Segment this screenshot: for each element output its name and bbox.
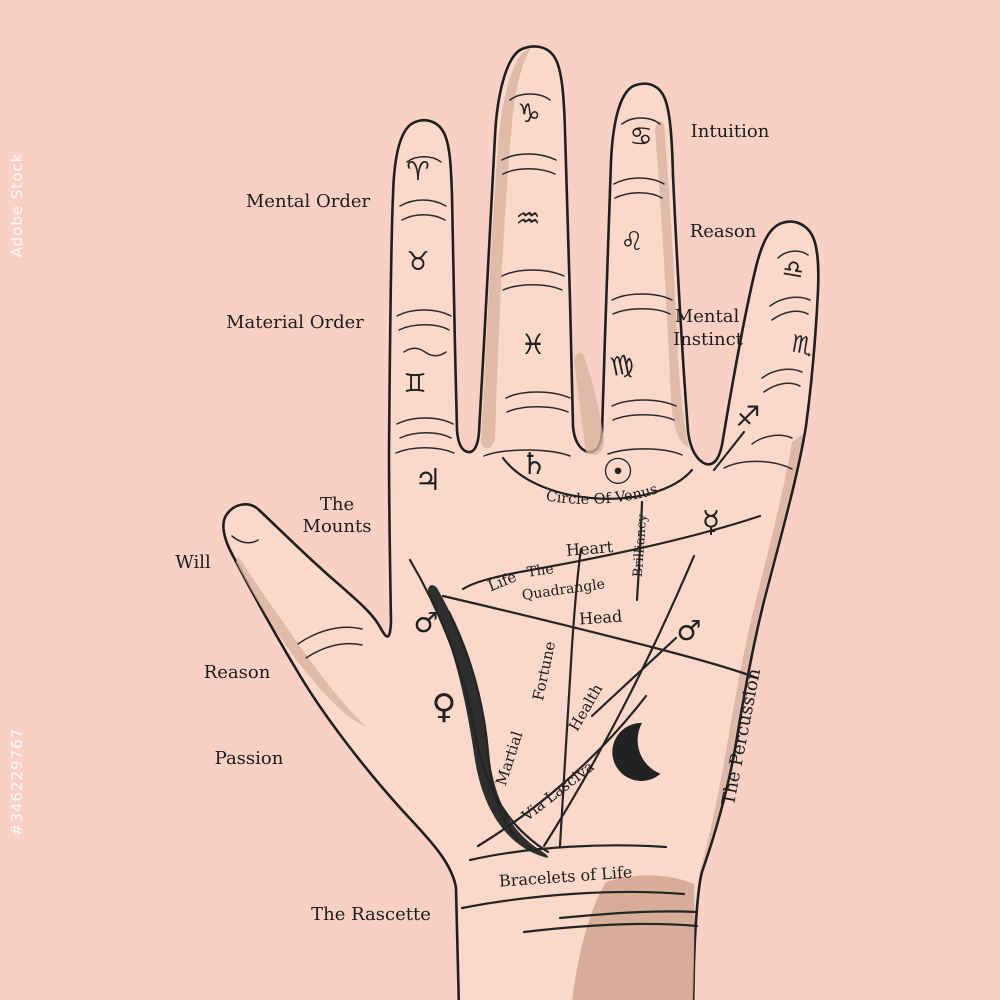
watermark: Adobe Stock #346229767 xyxy=(8,153,26,837)
mars-arrow-line xyxy=(590,636,678,718)
mars-outer-symbol: ♂ xyxy=(676,614,701,647)
material-order-label: Material Order xyxy=(226,312,364,333)
gemini-symbol: ♊ xyxy=(403,369,426,399)
capricorn-symbol: ♑ xyxy=(517,99,540,129)
brilliancy-line xyxy=(635,500,644,602)
mental-instinct-label-line1: Mental xyxy=(675,306,740,327)
planet-symbols: ♃ ♄ ☉ ☿ ♂ ♂ ♀ xyxy=(413,447,720,781)
heart-label: Heart xyxy=(565,537,614,560)
ring-finger-creases xyxy=(611,117,677,421)
watermark-brand: Adobe Stock xyxy=(8,153,26,258)
circle-of-venus-arc xyxy=(501,456,694,500)
finger-base-creases xyxy=(395,447,793,470)
palm-lines xyxy=(408,430,762,934)
watermark-asset-id: #346229767 xyxy=(8,728,26,836)
passion-label: Passion xyxy=(215,748,284,769)
aries-symbol: ♈ xyxy=(406,157,429,187)
libra-symbol: ♎ xyxy=(780,253,806,284)
via-lasciva-line xyxy=(476,694,648,848)
saturn-symbol: ♄ xyxy=(521,447,548,482)
heart-line xyxy=(461,514,762,591)
sun-symbol: ☉ xyxy=(602,452,634,493)
pisces-symbol: ♓ xyxy=(520,328,545,361)
mercury-symbol: ☿ xyxy=(702,505,720,540)
sagittarius-symbol: ♐ xyxy=(735,400,760,433)
taurus-symbol: ♉ xyxy=(406,247,429,277)
percussion-shading xyxy=(697,434,803,882)
middle-finger-creases xyxy=(501,93,571,413)
the-mounts-label-line1: The xyxy=(320,494,354,515)
scorpio-symbol: ♏ xyxy=(789,329,815,360)
the-rascette-label: The Rascette xyxy=(311,904,431,925)
thumb-creases xyxy=(231,535,363,659)
finger-creases xyxy=(231,93,811,659)
head-label: Head xyxy=(578,607,622,629)
cancer-symbol: ♋ xyxy=(629,122,652,152)
leo-symbol: ♌ xyxy=(620,227,643,257)
will-label: Will xyxy=(175,552,211,573)
health-line xyxy=(542,554,696,848)
bracelet-lines xyxy=(460,844,699,934)
aquarius-symbol: ♒ xyxy=(515,202,540,235)
index-finger-creases xyxy=(396,156,454,439)
martial-line xyxy=(447,610,520,842)
mental-order-label: Mental Order xyxy=(246,191,371,212)
fortune-line xyxy=(558,547,583,848)
moon-symbol xyxy=(612,722,661,781)
brilliancy-label: Brilliancy xyxy=(631,513,650,578)
pinky-finger-creases xyxy=(751,250,811,445)
mars-inner-symbol: ♂ xyxy=(413,606,438,639)
mental-instinct-label-line2: Instinct xyxy=(673,329,744,350)
venus-mount-arc xyxy=(428,585,549,858)
intuition-label: Intuition xyxy=(691,121,770,142)
venus-symbol: ♀ xyxy=(432,687,457,727)
head-line xyxy=(441,594,759,680)
sagittarius-arrow-line xyxy=(712,430,746,472)
life-line xyxy=(408,558,550,854)
reason-right-label: Reason xyxy=(690,221,757,242)
zodiac-symbols: ♈ ♉ ♊ ♑ ♒ ♓ ♋ ♌ ♍ ♎ ♏ ♐ xyxy=(403,99,815,433)
jupiter-symbol: ♃ xyxy=(415,463,442,498)
reason-left-label: Reason xyxy=(204,662,271,683)
wrist-shading xyxy=(572,875,695,1000)
the-mounts-label-line2: Mounts xyxy=(303,516,372,537)
quadrangle-label-line1: The xyxy=(526,561,555,581)
